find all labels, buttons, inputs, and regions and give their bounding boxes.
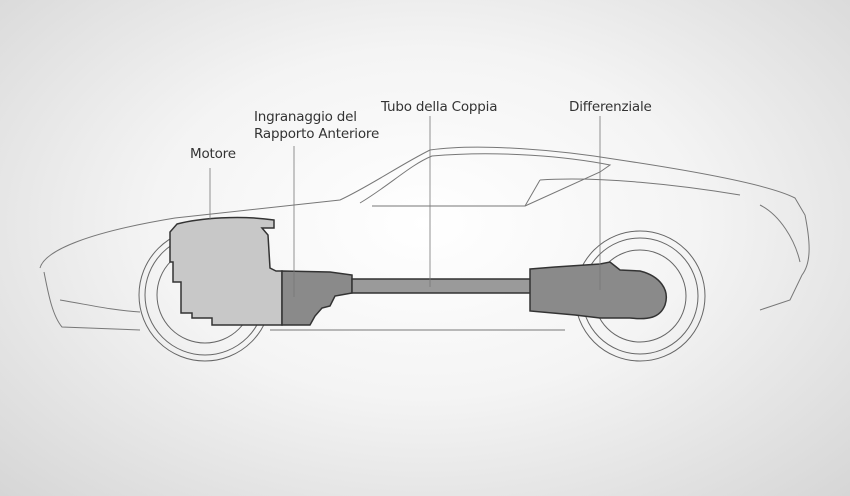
rear-differential [529, 261, 667, 320]
label-torque-tube: Tubo della Coppia [381, 99, 498, 115]
engine-block [169, 216, 283, 326]
front-gearbox [281, 270, 353, 326]
torque-tube [351, 278, 533, 294]
leader-lines [209, 116, 601, 297]
label-engine: Motore [190, 146, 236, 162]
car-body-outline [39, 146, 810, 331]
label-front-gear-line2: Rapporto Anteriore [254, 126, 380, 142]
label-differential: Differenziale [569, 99, 652, 115]
label-front-gear-line1: Ingranaggio del [254, 109, 357, 125]
